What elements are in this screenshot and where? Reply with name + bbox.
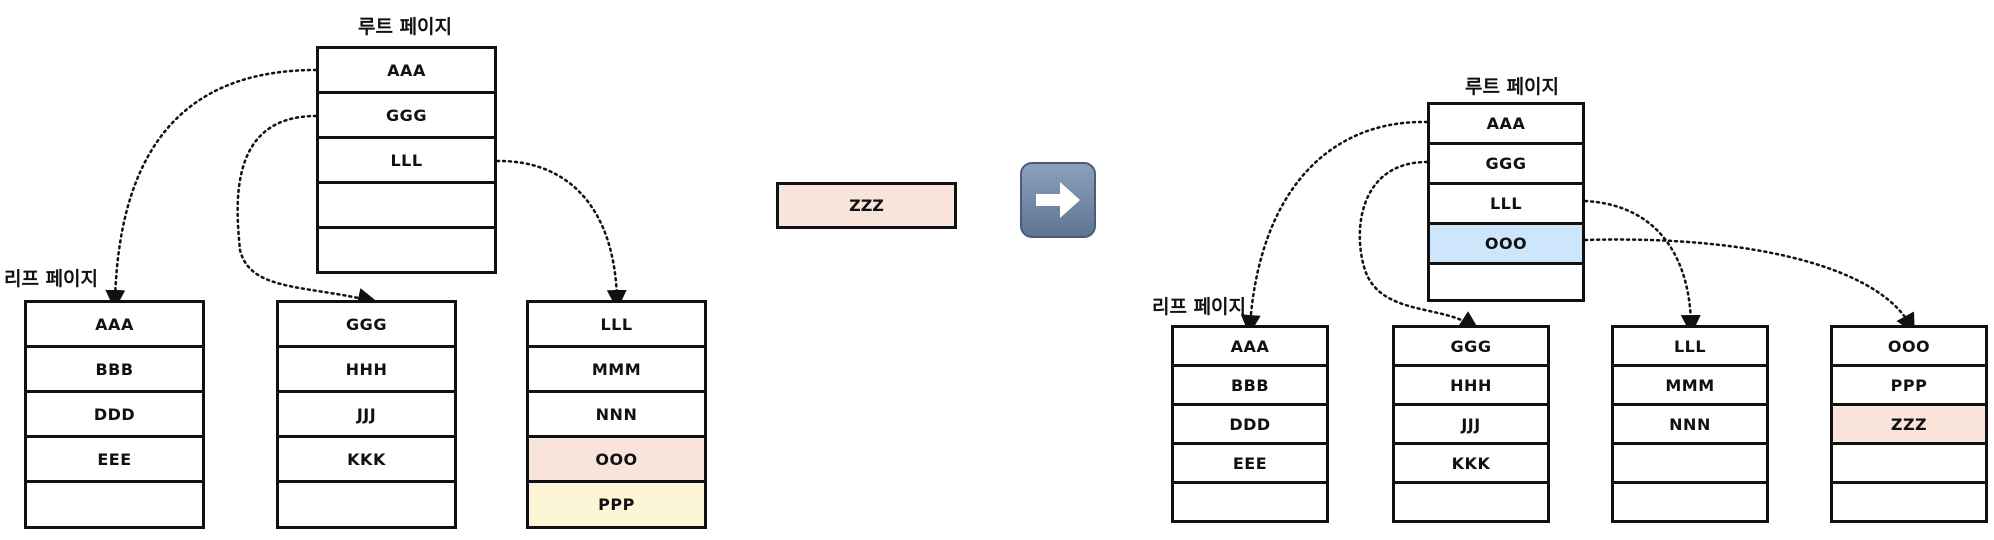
- root-row-5: [1430, 265, 1582, 299]
- leaf-row: [27, 483, 202, 526]
- leaf-page-3: LLL MMM NNN OOO PPP: [526, 300, 707, 529]
- leaf-row: AAA: [1174, 328, 1326, 367]
- leaf-row: HHH: [279, 348, 454, 393]
- right-arrow-glyph: [1036, 182, 1080, 218]
- root-row-1: AAA: [1430, 105, 1582, 145]
- leaf-row: GGG: [279, 303, 454, 348]
- leaf-row: BBB: [27, 348, 202, 393]
- leaf-row: PPP: [1833, 367, 1985, 406]
- leaf-row: KKK: [1395, 445, 1547, 484]
- leaf-page-2: GGG HHH JJJ KKK: [1392, 325, 1550, 523]
- leaf-row: OOO: [1833, 328, 1985, 367]
- leaf-row: GGG: [1395, 328, 1547, 367]
- leaf-row: [1395, 484, 1547, 520]
- right-arrow-icon: [1020, 162, 1096, 238]
- leaf-row-highlight-zzz: ZZZ: [1833, 406, 1985, 445]
- leaf-row: MMM: [529, 348, 704, 393]
- root-row-2: GGG: [319, 94, 494, 139]
- leaf-page-1: AAA BBB DDD EEE: [1171, 325, 1329, 523]
- leaf-row: [1614, 484, 1766, 520]
- arrow-right-ggg: [1358, 160, 1480, 331]
- arrow-left-ggg: [236, 114, 378, 308]
- leaf-page-3: LLL MMM NNN: [1611, 325, 1769, 523]
- leaf-row-highlight-ooo: OOO: [529, 438, 704, 483]
- leaf-row: KKK: [279, 438, 454, 483]
- leaf-row: [1833, 484, 1985, 520]
- root-page: AAA GGG LLL OOO: [1427, 102, 1585, 302]
- root-row-3: LLL: [1430, 185, 1582, 225]
- root-page-title: 루트 페이지: [358, 16, 453, 38]
- root-row-2: GGG: [1430, 145, 1582, 185]
- leaf-row: JJJ: [279, 393, 454, 438]
- leaf-row: EEE: [27, 438, 202, 483]
- leaf-row: HHH: [1395, 367, 1547, 406]
- leaf-row-highlight-ppp: PPP: [529, 483, 704, 526]
- leaf-row: NNN: [1614, 406, 1766, 445]
- leaf-row: EEE: [1174, 445, 1326, 484]
- leaf-row: MMM: [1614, 367, 1766, 406]
- leaf-row: NNN: [529, 393, 704, 438]
- leaf-row: [1614, 445, 1766, 484]
- leaf-page-1: AAA BBB DDD EEE: [24, 300, 205, 529]
- root-row-4: [319, 184, 494, 229]
- root-row-5: [319, 229, 494, 271]
- arrow-right-aaa: [1240, 120, 1429, 335]
- root-row-1: AAA: [319, 49, 494, 94]
- arrow-right-ooo: [1583, 238, 1915, 334]
- root-row-new-ooo: OOO: [1430, 225, 1582, 265]
- leaf-row: [1833, 445, 1985, 484]
- leaf-page-4: OOO PPP ZZZ: [1830, 325, 1988, 523]
- root-page: AAA GGG LLL: [316, 46, 497, 274]
- leaf-row: LLL: [1614, 328, 1766, 367]
- leaf-row: DDD: [1174, 406, 1326, 445]
- leaf-row: LLL: [529, 303, 704, 348]
- leaf-row: [279, 483, 454, 526]
- insert-item: ZZZ: [776, 182, 957, 229]
- leaf-row: DDD: [27, 393, 202, 438]
- root-row-3: LLL: [319, 139, 494, 184]
- leaf-page-title: 리프 페이지: [1152, 296, 1247, 318]
- root-page-title: 루트 페이지: [1465, 76, 1560, 98]
- leaf-page-title: 리프 페이지: [4, 268, 99, 290]
- leaf-page-2: GGG HHH JJJ KKK: [276, 300, 457, 529]
- leaf-row: JJJ: [1395, 406, 1547, 445]
- arrow-left-aaa: [105, 68, 318, 310]
- arrow-right-lll: [1583, 199, 1701, 335]
- leaf-row: BBB: [1174, 367, 1326, 406]
- leaf-row: AAA: [27, 303, 202, 348]
- leaf-row: [1174, 484, 1326, 520]
- arrow-left-lll: [495, 159, 627, 310]
